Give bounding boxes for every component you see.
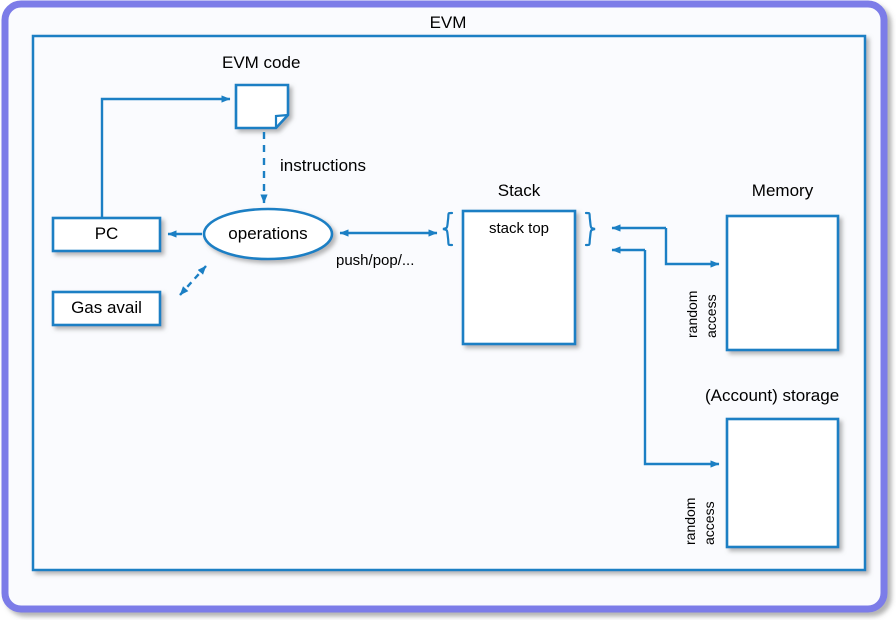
edge-pc-to-evm-code (100, 95, 231, 218)
edge-memory-to-stack (611, 224, 720, 268)
edge-storage-to-stack (611, 246, 720, 468)
stack-node[interactable] (461, 209, 577, 346)
stack-right-brace-icon (584, 211, 596, 247)
storage-node[interactable] (725, 417, 840, 549)
evm-code-node[interactable] (234, 83, 290, 130)
operations-node[interactable] (202, 207, 334, 261)
gas-avail-node[interactable] (51, 290, 162, 327)
stack-left-brace-icon (442, 211, 454, 247)
pc-node[interactable] (51, 216, 162, 253)
memory-node[interactable] (725, 214, 840, 352)
